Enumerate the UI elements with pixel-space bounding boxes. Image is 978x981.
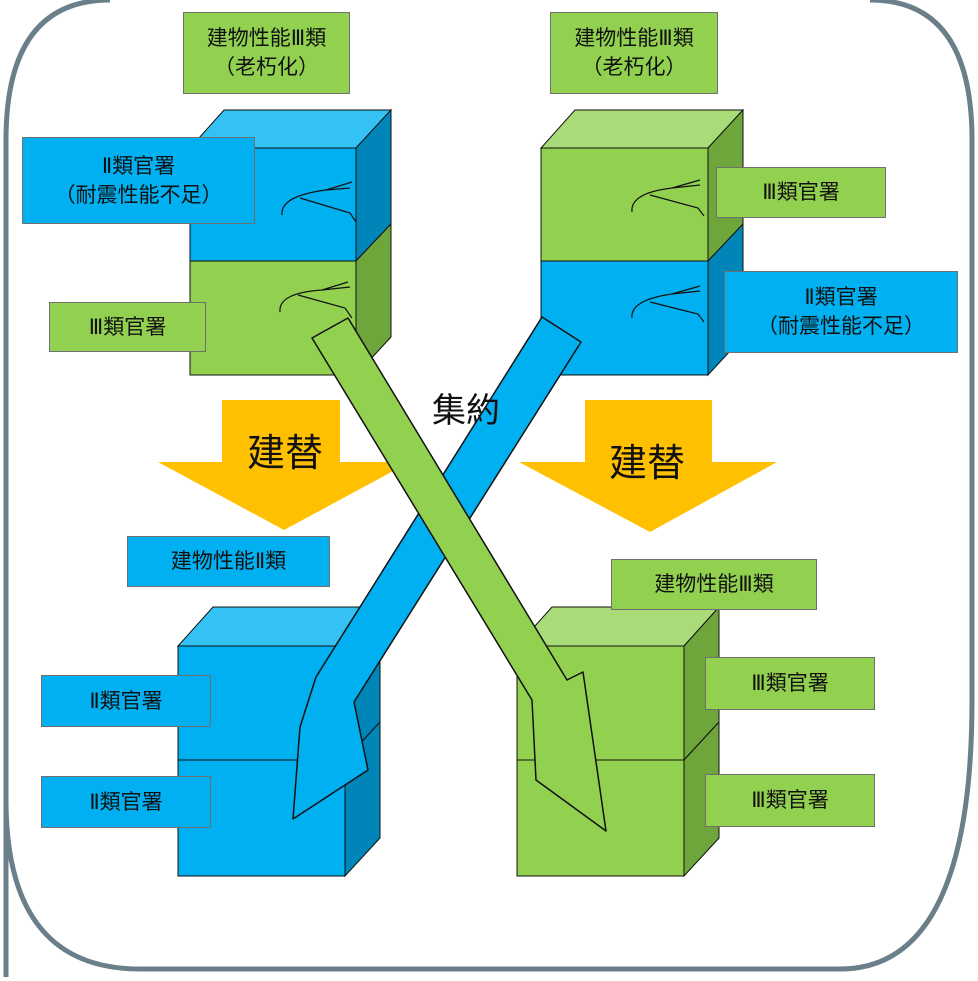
bottom-left-upper-tenant-label: Ⅱ類官署	[41, 675, 211, 727]
top-right-lower-tenant-line2: （耐震性能不足）	[757, 314, 925, 338]
consolidate-arrow-green	[311, 317, 607, 832]
replace-label-left: 建替	[247, 431, 324, 475]
top-right-performance-line1: 建物性能Ⅲ類	[574, 26, 694, 50]
crack-mark-4	[631, 285, 705, 323]
bottom-right-upper-tenant-label: Ⅲ類官署	[705, 657, 875, 710]
top-left-lower-tenant-label: Ⅲ類官署	[49, 302, 206, 352]
bottom-left-lower-tenant-label: Ⅱ類官署	[41, 776, 211, 828]
bottom-right-performance-label: 建物性能Ⅲ類	[611, 559, 817, 610]
top-right-lower-tenant-label: Ⅱ類官署 （耐震性能不足）	[724, 271, 958, 353]
top-right-upper-tenant-text: Ⅲ類官署	[762, 180, 840, 204]
bottom-left-performance-label: 建物性能Ⅱ類	[127, 536, 330, 587]
bottom-right-performance-text: 建物性能Ⅲ類	[654, 572, 774, 596]
bottom-left-upper-tenant-text: Ⅱ類官署	[89, 688, 163, 713]
top-left-performance-label: 建物性能Ⅲ類 （老朽化）	[183, 12, 350, 94]
bottom-left-lower-tenant-text: Ⅱ類官署	[89, 789, 163, 814]
top-right-performance-line2: （老朽化）	[581, 55, 687, 79]
bottom-left-performance-text: 建物性能Ⅱ類	[170, 549, 287, 573]
crack-mark-2	[279, 281, 353, 319]
replace-arrow-left	[158, 400, 410, 530]
replace-arrow-right	[519, 400, 777, 532]
top-right-upper-tenant-label: Ⅲ類官署	[716, 167, 886, 218]
crack-mark-3	[631, 179, 705, 217]
crack-mark-1	[281, 181, 357, 223]
replace-label-right: 建替	[609, 441, 686, 485]
top-left-upper-tenant-line2: （耐震性能不足）	[54, 182, 223, 207]
bottom-right-lower-tenant-text: Ⅲ類官署	[751, 788, 829, 812]
top-right-performance-label: 建物性能Ⅲ類 （老朽化）	[550, 12, 718, 94]
top-left-upper-tenant-line1: Ⅱ類官署	[101, 153, 176, 178]
top-right-upper-floor	[540, 147, 709, 262]
outer-frame	[3, 0, 975, 977]
consolidate-label: 集約	[432, 391, 500, 431]
top-left-performance-line2: （老朽化）	[214, 55, 319, 79]
bottom-right-lower-tenant-label: Ⅲ類官署	[705, 774, 875, 827]
top-left-performance-line1: 建物性能Ⅲ類	[206, 26, 327, 50]
top-right-lower-tenant-line1: Ⅱ類官署	[804, 285, 878, 309]
top-left-lower-tenant-text: Ⅲ類官署	[88, 314, 167, 339]
bottom-right-upper-tenant-text: Ⅲ類官署	[751, 671, 829, 695]
consolidate-arrow-blue	[292, 316, 582, 820]
top-right-building	[539, 108, 745, 377]
top-left-upper-tenant-label: Ⅱ類官署 （耐震性能不足）	[22, 137, 255, 224]
